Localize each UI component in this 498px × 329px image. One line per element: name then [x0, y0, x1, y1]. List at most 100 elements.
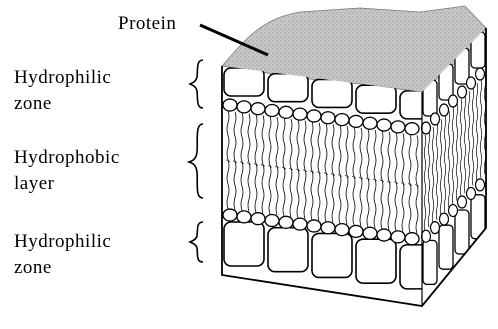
phospholipid-head [265, 105, 279, 117]
phospholipid-head [265, 215, 279, 227]
side-lipid-tail [460, 99, 462, 197]
phospholipid-head [251, 103, 265, 115]
side-phospholipid-head [476, 68, 485, 80]
lipid-tail [227, 111, 229, 209]
phospholipid-head [349, 115, 363, 127]
side-lipid-tail [464, 95, 466, 193]
phospholipid-head [391, 121, 405, 133]
phospholipid-head [321, 112, 335, 124]
lipid-tail [241, 113, 243, 211]
lipid-tail [255, 114, 257, 212]
bottom-polar-block [356, 239, 396, 283]
phospholipid-head [279, 106, 293, 118]
lipid-tail [374, 130, 376, 228]
brace-bottom-hydrophilic [190, 222, 203, 262]
side-phospholipid-head [431, 222, 440, 234]
bottom-polar-block [224, 222, 264, 266]
side-lipid-tail [432, 127, 434, 224]
side-phospholipid-head [476, 179, 485, 191]
bottom-polar-block [268, 228, 308, 272]
lipid-tail [269, 116, 271, 214]
phospholipid-head [321, 222, 335, 234]
lipid-tail [276, 117, 278, 215]
lipid-tail [395, 133, 397, 231]
lipid-tail [234, 112, 236, 210]
side-lipid-tail [480, 79, 482, 178]
lipid-tail [283, 118, 285, 216]
phospholipid-head [363, 227, 377, 239]
top-polar-block [268, 74, 308, 102]
top-polar-block [356, 85, 396, 113]
side-lipid-tail [440, 119, 442, 216]
side-phospholipid-head [431, 113, 440, 125]
phospholipid-head [237, 101, 251, 113]
lipid-tail [339, 125, 341, 223]
lipid-tail [325, 124, 327, 222]
lipid-tail [409, 134, 411, 232]
lipid-tail [381, 131, 383, 229]
lipid-tail [297, 120, 299, 218]
lipid-tail [346, 126, 348, 224]
phospholipid-head [377, 119, 391, 131]
lipid-tail [318, 123, 320, 221]
lipid-tail [360, 128, 362, 226]
phospholipid-head [223, 99, 237, 111]
side-lipid-tail [436, 123, 438, 220]
phospholipid-head [391, 231, 405, 243]
side-bottom-polar-block [455, 210, 469, 254]
phospholipid-head [237, 211, 251, 223]
top-zone-label-line2: zone [14, 92, 52, 116]
top-polar-block [224, 68, 264, 96]
lipid-tail [353, 127, 355, 225]
lipid-tail [402, 134, 404, 232]
bottom-zone-label-line1: Hydrophilic [14, 230, 111, 254]
phospholipid-head [377, 229, 391, 241]
side-lipid-tail [428, 131, 430, 227]
phospholipid-head [335, 114, 349, 126]
top-polar-block [312, 79, 352, 107]
top-zone-label-line1: Hydrophilic [14, 66, 111, 90]
bottom-polar-block [312, 233, 352, 277]
phospholipid-head [307, 220, 321, 232]
lipid-tail [367, 129, 369, 227]
lipid-tail [416, 135, 418, 233]
side-phospholipid-head [440, 104, 449, 116]
side-lipid-tail [476, 83, 478, 182]
side-phospholipid-head [458, 86, 467, 98]
phospholipid-head [293, 108, 307, 120]
phospholipid-head [307, 110, 321, 122]
side-phospholipid-head [440, 213, 449, 225]
hydrophobic-label-line2: layer [14, 172, 54, 196]
side-lipid-tail [468, 91, 470, 189]
lipid-tail [311, 122, 313, 220]
phospholipid-head [349, 225, 363, 237]
side-lipid-tail [456, 103, 458, 201]
phospholipid-head [279, 216, 293, 228]
phospholipid-head [405, 233, 419, 245]
side-phospholipid-head [449, 205, 458, 217]
phospholipid-head [405, 123, 419, 135]
lipid-tail [262, 115, 264, 213]
phospholipid-head [293, 218, 307, 230]
side-bottom-polar-block [423, 240, 437, 284]
side-lipid-tail [448, 111, 450, 208]
phospholipid-head [251, 213, 265, 225]
protein-label: Protein [118, 12, 176, 36]
side-lipid-tail [452, 107, 454, 205]
side-phospholipid-head [467, 77, 476, 89]
phospholipid-head [363, 117, 377, 129]
lipid-tail [248, 114, 250, 212]
side-bottom-polar-block [439, 225, 453, 269]
side-lipid-tail [424, 135, 426, 231]
hydrophobic-label-line1: Hydrophobic [14, 146, 120, 170]
side-lipid-tail [444, 115, 446, 212]
brace-hydrophobic [189, 124, 203, 198]
side-phospholipid-head [458, 196, 467, 208]
side-phospholipid-head [422, 122, 431, 134]
side-phospholipid-head [449, 95, 458, 107]
side-phospholipid-head [467, 187, 476, 199]
brace-top-hydrophilic [190, 60, 203, 108]
phospholipid-head [223, 209, 237, 221]
lipid-tail [290, 119, 292, 217]
